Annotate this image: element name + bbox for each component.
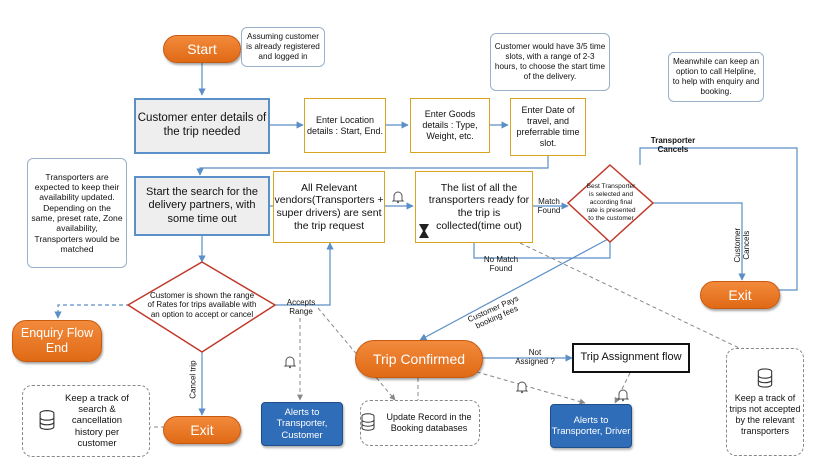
start-search-node: Start the search for the delivery partne… [134,176,270,236]
list-transporters-node: The list of all the transporters ready f… [415,171,533,243]
rates-decision-diamond [126,261,277,353]
edge-nomatch [473,230,611,259]
bell-icon [616,388,630,407]
exit-right-node: Exit [700,281,780,309]
database-icon [757,367,773,391]
edge-customer-cancels [650,202,746,281]
trip-assignment-node: Trip Assignment flow [572,343,690,373]
best-transporter-diamond [566,163,655,244]
customer-enter-node: Customer enter details of the trip neede… [134,98,270,154]
database-icon [361,412,375,434]
note-transporters-expected: Transporters are expected to keep their … [27,158,127,268]
update-record-node: Update Record in the Booking databases [360,400,480,446]
label-cancel-trip: Cancel trip [188,360,198,399]
label-match-found: Match Found [537,197,561,216]
label-customer-cancels: Customer Cancels [732,227,751,263]
bell-icon [515,380,529,399]
hourglass-icon [418,223,430,244]
best-transporter-node: Best Transporter is selected and accordi… [586,183,636,222]
note-assuming: Assuming customer is already registered … [241,27,325,67]
edge-accepts-range [275,242,334,306]
note-track-trips: Keep a track of trips not accepted by th… [726,348,804,456]
edge-transporter-cancels [639,147,798,294]
database-icon [39,409,55,434]
bell-icon [283,355,297,374]
rates-decision-node: Customer is shown the range of Rates for… [147,290,257,319]
track-trips-text: Keep a track of trips not accepted by th… [729,393,801,436]
edge-rates-to-enquiry [54,304,130,319]
track-search-text: Keep a track of search & cancellation hi… [65,392,129,450]
enter-goods-node: Enter Goods details : Type, Weight, etc. [410,98,490,153]
alerts-transporter-customer-node: Alerts to Transporter, Customer [261,402,343,446]
note-helpline: Meanwhile can keep an option to call Hel… [668,52,764,102]
label-not-assigned: Not Assigned ? [515,348,555,367]
note-track-search: Keep a track of search & cancellation hi… [22,385,150,457]
note-time-slots: Customer would have 3/5 time slots, with… [490,33,610,91]
trip-confirmed-node: Trip Confirmed [355,340,483,378]
bell-icon [391,190,405,209]
exit-bottom-node: Exit [163,416,241,444]
label-no-match-found: No Match Found [483,255,519,274]
enter-date-node: Enter Date of travel, and preferrable ti… [510,98,586,156]
start-node: Start [163,35,241,63]
enter-location-node: Enter Location details : Start, End. [304,98,386,153]
label-transporter-cancels: Transporter Cancels [650,136,696,155]
enquiry-end-node: Enquiry Flow End [12,320,102,362]
alerts-transporter-driver-node: Alerts to Transporter, Driver [550,404,632,448]
edge-date-to-search [196,156,549,176]
edge-pays-to-confirmed [419,237,611,341]
label-accepts-range: Accepts Range [286,298,316,317]
all-vendors-node: All Relevant vendors(Transporters + supe… [273,171,385,243]
update-record-text: Update Record in the Booking databases [386,412,472,433]
